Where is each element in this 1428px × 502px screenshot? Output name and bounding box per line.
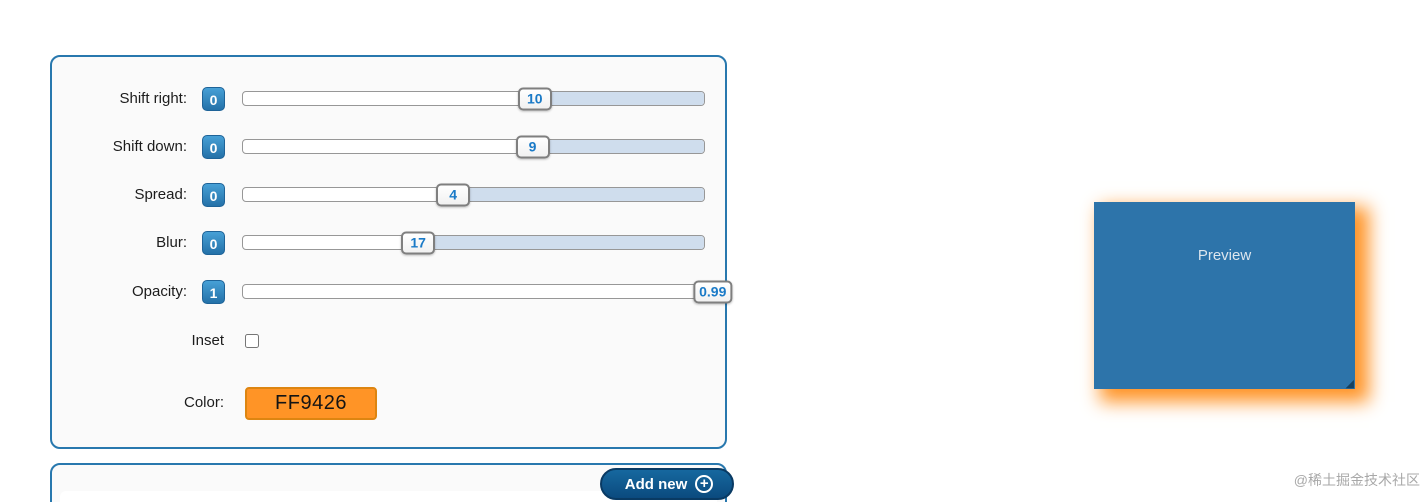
resize-grip-icon[interactable]: ◢ <box>1345 378 1354 390</box>
opacity-value: 0.99 <box>699 283 727 300</box>
shift-right-label: Shift right: <box>119 90 187 107</box>
color-swatch-button[interactable]: FF9426 <box>245 387 377 420</box>
spread-slider-handle[interactable]: 4 <box>436 183 471 206</box>
blur-badge: 0 <box>202 231 225 255</box>
shift-down-slider-handle[interactable]: 9 <box>515 135 550 158</box>
color-label: Color: <box>183 394 224 411</box>
spread-value: 4 <box>449 186 458 203</box>
preview-label: Preview <box>1197 247 1252 264</box>
color-row: Color: FF9426 <box>52 387 725 420</box>
blur-slider-handle[interactable]: 17 <box>401 231 436 254</box>
color-value: FF9426 <box>275 392 347 414</box>
shift-down-value: 9 <box>528 138 537 155</box>
inset-checkbox[interactable] <box>245 334 259 348</box>
shift-down-slider-track[interactable]: 9 <box>242 135 705 158</box>
shift-right-value: 10 <box>527 90 543 107</box>
shift-right-slider-handle[interactable]: 10 <box>517 87 552 110</box>
add-new-button[interactable]: Add new + <box>600 468 734 500</box>
slider-fill <box>534 92 704 105</box>
blur-row: Blur: 0 17 <box>52 231 725 255</box>
opacity-label: Opacity: <box>131 283 187 300</box>
spread-badge: 0 <box>202 183 225 207</box>
watermark: @稀土掘金技术社区 <box>1293 472 1420 488</box>
inset-label: Inset <box>191 332 224 349</box>
add-new-label: Add new <box>624 475 688 493</box>
plus-icon: + <box>695 475 714 493</box>
blur-label: Blur: <box>156 234 187 251</box>
opacity-row: Opacity: 1 0.99 <box>52 280 733 304</box>
spread-slider-track[interactable]: 4 <box>242 183 705 206</box>
shift-down-badge: 0 <box>202 135 225 159</box>
slider-fill <box>532 140 704 153</box>
opacity-badge: 1 <box>202 280 225 304</box>
preview-box[interactable]: Preview ◢ <box>1094 202 1355 390</box>
shadow-list-inner-bar <box>60 491 717 502</box>
shift-right-badge: 0 <box>202 87 225 111</box>
opacity-slider-handle[interactable]: 0.99 <box>693 280 733 303</box>
slider-fill <box>453 188 704 201</box>
shift-right-row: Shift right: 0 10 <box>52 87 725 111</box>
slider-fill <box>418 236 704 249</box>
opacity-slider-track[interactable]: 0.99 <box>242 280 733 303</box>
spread-row: Spread: 0 4 <box>52 183 725 207</box>
inset-row: Inset <box>52 329 725 353</box>
shift-right-slider-track[interactable]: 10 <box>242 87 705 110</box>
shadow-controls-panel: Shift right: 0 10 Shift down: 0 9 Spread… <box>50 55 733 449</box>
blur-slider-track[interactable]: 17 <box>242 231 705 254</box>
spread-label: Spread: <box>134 186 187 203</box>
blur-value: 17 <box>410 234 426 251</box>
shift-down-label: Shift down: <box>112 138 187 155</box>
shift-down-row: Shift down: 0 9 <box>52 135 725 159</box>
